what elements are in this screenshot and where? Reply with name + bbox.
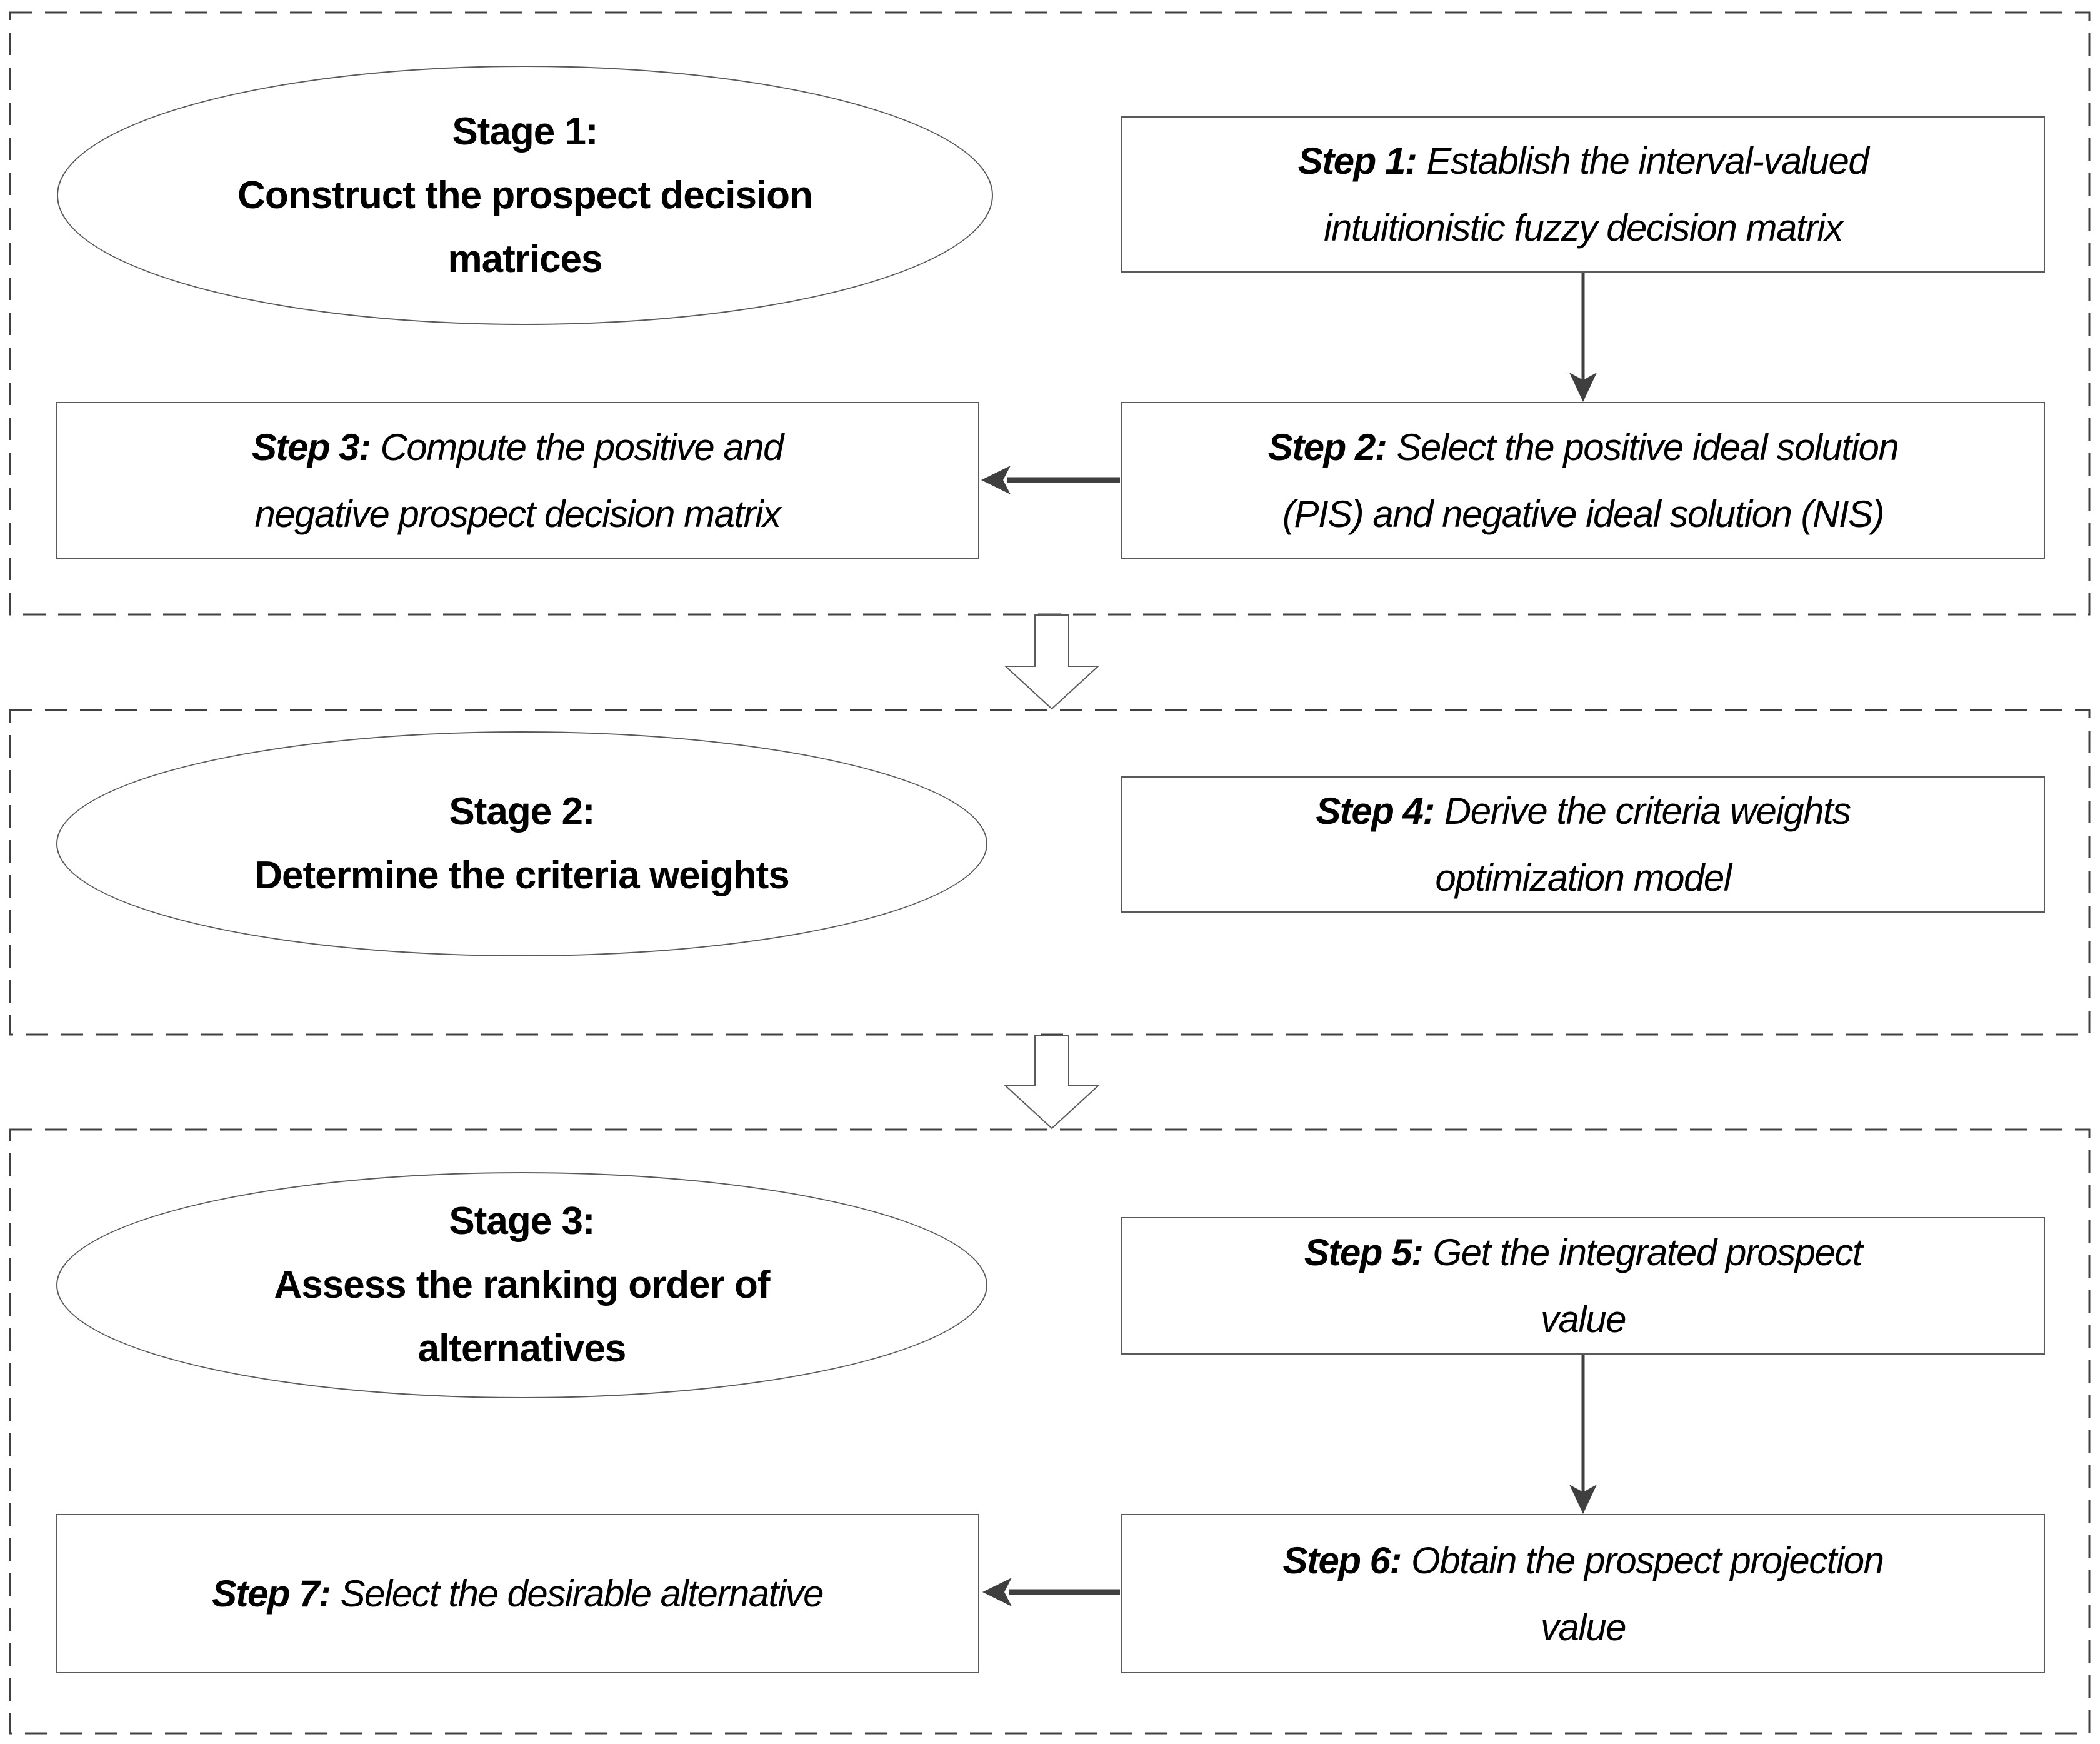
step6-label: Step 6: bbox=[1282, 1539, 1402, 1581]
stage2-dashed-container bbox=[9, 709, 2091, 1036]
stage3-title: Stage 3: bbox=[449, 1200, 595, 1243]
step1-text: Step 1:Establish the interval-valued int… bbox=[1279, 128, 1887, 261]
step5-text: Step 5:Get the integrated prospect value bbox=[1286, 1219, 1881, 1353]
step3-box: Step 3:Compute the positive and negative… bbox=[56, 402, 979, 559]
step3-label: Step 3: bbox=[252, 426, 371, 468]
step7-line1: Step 7:Select the desirable alternative bbox=[211, 1573, 824, 1615]
step7-box: Step 7:Select the desirable alternative bbox=[56, 1514, 979, 1673]
step2-text: Step 2:Select the positive ideal solutio… bbox=[1249, 414, 1917, 548]
step5-label: Step 5: bbox=[1304, 1231, 1424, 1273]
stage2-text: Stage 2: Determine the criteria weights bbox=[254, 780, 789, 908]
step2-line2: (PIS) and negative ideal solution (NIS) bbox=[1282, 493, 1885, 535]
step7-label: Step 7: bbox=[211, 1573, 331, 1615]
step7-text: Step 7:Select the desirable alternative bbox=[193, 1560, 842, 1627]
step3-line2: negative prospect decision matrix bbox=[254, 493, 781, 535]
stage3-dashed-container bbox=[9, 1128, 2091, 1735]
step2-line1: Step 2:Select the positive ideal solutio… bbox=[1268, 426, 1899, 468]
step1-to-step2-arrow-icon bbox=[1569, 268, 1597, 402]
stage3-line1: Assess the ranking order of bbox=[274, 1263, 770, 1306]
stage1-ellipse: Stage 1: Construct the prospect decision… bbox=[57, 66, 993, 325]
step1-line1: Step 1:Establish the interval-valued bbox=[1298, 140, 1869, 182]
step4-line1: Step 4:Derive the criteria weights bbox=[1316, 790, 1851, 832]
stage1-line2: matrices bbox=[448, 237, 602, 281]
step1-box: Step 1:Establish the interval-valued int… bbox=[1121, 116, 2045, 273]
stage2-to-stage3-block-down-arrow-icon bbox=[1004, 1035, 1100, 1130]
step5-line1: Step 5:Get the integrated prospect bbox=[1304, 1231, 1863, 1273]
stage3-line2: alternatives bbox=[418, 1327, 627, 1370]
step1-label: Step 1: bbox=[1298, 140, 1418, 182]
step6-box: Step 6:Obtain the prospect projection va… bbox=[1121, 1514, 2045, 1673]
stage2-line1: Determine the criteria weights bbox=[254, 854, 789, 897]
step2-box: Step 2:Select the positive ideal solutio… bbox=[1121, 402, 2045, 559]
step5-box: Step 5:Get the integrated prospect value bbox=[1121, 1217, 2045, 1355]
stage2-title: Stage 2: bbox=[449, 790, 595, 833]
step6-text: Step 6:Obtain the prospect projection va… bbox=[1264, 1527, 1902, 1661]
step4-line2: optimization model bbox=[1435, 857, 1732, 899]
stage1-to-stage2-block-down-arrow-icon bbox=[1004, 614, 1100, 710]
step6-line2: value bbox=[1541, 1606, 1626, 1648]
step4-box: Step 4:Derive the criteria weights optim… bbox=[1121, 776, 2045, 913]
step2-to-step3-arrow-icon bbox=[981, 466, 1120, 494]
step4-label: Step 4: bbox=[1316, 790, 1435, 832]
stage1-title: Stage 1: bbox=[452, 109, 598, 153]
stage2-ellipse: Stage 2: Determine the criteria weights bbox=[56, 731, 988, 956]
step6-to-step7-arrow-icon bbox=[982, 1578, 1120, 1606]
stage1-text: Stage 1: Construct the prospect decision… bbox=[238, 100, 813, 291]
step1-line2: intuitionistic fuzzy decision matrix bbox=[1324, 207, 1843, 249]
step6-line1: Step 6:Obtain the prospect projection bbox=[1282, 1539, 1884, 1581]
stage3-text: Stage 3: Assess the ranking order of alt… bbox=[274, 1190, 770, 1381]
stage3-ellipse: Stage 3: Assess the ranking order of alt… bbox=[56, 1172, 988, 1398]
step5-to-step6-arrow-icon bbox=[1569, 1355, 1597, 1514]
step2-label: Step 2: bbox=[1268, 426, 1388, 468]
step4-text: Step 4:Derive the criteria weights optim… bbox=[1297, 778, 1869, 911]
stage1-line1: Construct the prospect decision bbox=[238, 173, 813, 217]
step5-line2: value bbox=[1541, 1298, 1626, 1340]
step3-text: Step 3:Compute the positive and negative… bbox=[233, 414, 802, 548]
step3-line1: Step 3:Compute the positive and bbox=[252, 426, 784, 468]
